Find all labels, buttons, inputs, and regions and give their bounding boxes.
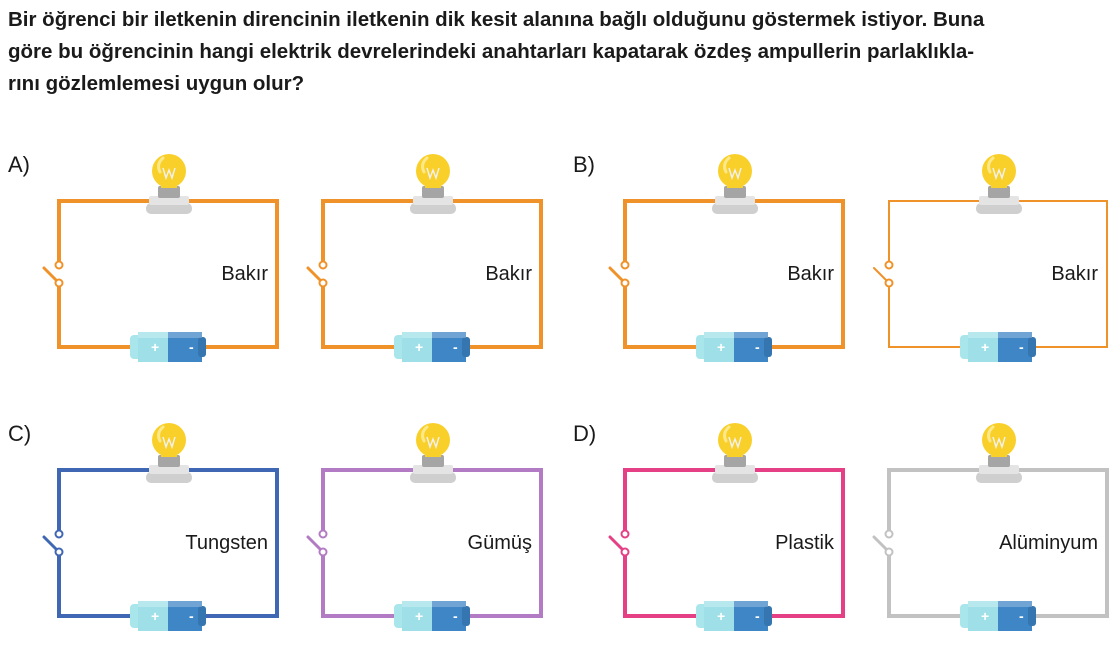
- option-c-label[interactable]: C): [8, 421, 32, 446]
- battery-minus-sign: -: [189, 339, 194, 355]
- material-label: Bakır: [787, 263, 834, 285]
- wire: [623, 199, 845, 349]
- battery-icon: +-: [130, 601, 206, 631]
- option-b-label[interactable]: B): [573, 152, 595, 177]
- battery-icon: +-: [960, 332, 1036, 362]
- wire: [321, 199, 543, 349]
- battery-icon: +-: [394, 601, 470, 631]
- light-bulb-icon: [976, 423, 1022, 483]
- battery-minus-sign: -: [755, 339, 760, 355]
- material-label: Bakır: [485, 263, 532, 285]
- wire: [57, 199, 279, 349]
- battery-plus-sign: +: [151, 339, 159, 355]
- material-label: Gümüş: [467, 532, 532, 554]
- battery-plus-sign: +: [415, 339, 423, 355]
- open-switch-icon: [608, 260, 630, 288]
- question-line-3: rını gözlemlemesi uygun olur?: [8, 72, 305, 95]
- light-bulb-icon: [146, 423, 192, 483]
- battery-minus-sign: -: [1019, 608, 1024, 624]
- open-switch-icon: [608, 529, 630, 557]
- open-switch-icon: [42, 260, 64, 288]
- battery-plus-sign: +: [981, 608, 989, 624]
- circuit-d-2: +-Alüminyum: [872, 419, 1118, 631]
- open-switch-icon: [306, 260, 328, 288]
- wire: [57, 468, 279, 618]
- circuit-c-1: +-Tungsten: [42, 419, 288, 631]
- option-a-label[interactable]: A): [8, 152, 30, 177]
- circuit-drawing: +-: [873, 154, 1108, 362]
- battery-plus-sign: +: [151, 608, 159, 624]
- question-line-1: Bir öğrenci bir iletkenin direncinin ile…: [8, 8, 985, 31]
- circuit-drawing: +-: [306, 423, 543, 631]
- battery-plus-sign: +: [981, 339, 989, 355]
- battery-minus-sign: -: [453, 339, 458, 355]
- material-label: Bakır: [1051, 263, 1098, 285]
- light-bulb-icon: [410, 423, 456, 483]
- battery-minus-sign: -: [1019, 339, 1024, 355]
- light-bulb-icon: [712, 423, 758, 483]
- open-switch-icon: [306, 529, 328, 557]
- option-d-label[interactable]: D): [573, 421, 597, 446]
- circuit-b-2: +-Bakır: [873, 150, 1118, 362]
- battery-icon: +-: [696, 601, 772, 631]
- battery-plus-sign: +: [415, 608, 423, 624]
- battery-icon: +-: [960, 601, 1036, 631]
- question-text: Bir öğrenci bir iletkenin direncinin ile…: [8, 4, 1112, 100]
- circuit-c-2: +-Gümüş: [306, 419, 552, 631]
- light-bulb-icon: [712, 154, 758, 214]
- circuit-d-1: +-Plastik: [608, 419, 854, 631]
- material-label: Tungsten: [185, 532, 268, 554]
- light-bulb-icon: [146, 154, 192, 214]
- circuit-a-1: +-Bakır: [42, 150, 288, 362]
- open-switch-icon: [42, 529, 64, 557]
- battery-minus-sign: -: [189, 608, 194, 624]
- light-bulb-icon: [410, 154, 456, 214]
- battery-icon: +-: [696, 332, 772, 362]
- circuit-drawing: +-: [42, 154, 279, 362]
- open-switch-icon: [872, 529, 894, 557]
- circuit-a-2: +-Bakır: [306, 150, 552, 362]
- circuit-drawing: +-: [42, 423, 279, 631]
- material-label: Plastik: [775, 532, 834, 554]
- battery-plus-sign: +: [717, 608, 725, 624]
- question-line-2: göre bu öğrencinin hangi elektrik devrel…: [8, 40, 975, 63]
- battery-minus-sign: -: [453, 608, 458, 624]
- wire: [623, 468, 845, 618]
- battery-icon: +-: [394, 332, 470, 362]
- wire: [887, 468, 1109, 618]
- open-switch-icon: [873, 260, 894, 288]
- battery-icon: +-: [130, 332, 206, 362]
- circuit-b-1: +-Bakır: [608, 150, 854, 362]
- circuit-drawing: +-: [306, 154, 543, 362]
- circuit-drawing: +-: [608, 423, 845, 631]
- battery-plus-sign: +: [717, 339, 725, 355]
- material-label: Alüminyum: [999, 532, 1098, 554]
- wire: [888, 200, 1108, 348]
- battery-minus-sign: -: [755, 608, 760, 624]
- circuit-drawing: +-: [608, 154, 845, 362]
- circuit-drawing: +-: [872, 423, 1109, 631]
- material-label: Bakır: [221, 263, 268, 285]
- light-bulb-icon: [976, 154, 1022, 214]
- wire: [321, 468, 543, 618]
